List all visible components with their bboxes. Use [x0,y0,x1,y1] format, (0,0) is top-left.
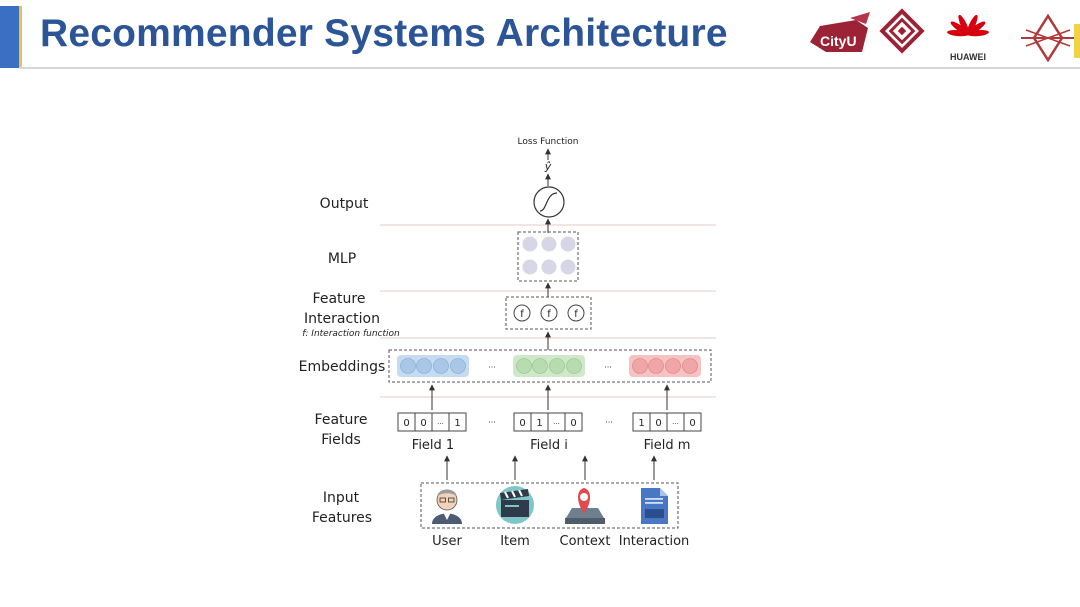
field-bit: 0 [689,418,695,429]
embedding-node [416,358,432,374]
sigmoid-node [533,186,565,218]
slide-title: Recommender Systems Architecture [40,12,728,55]
embedding-node [400,358,416,374]
field-bit: 0 [570,418,576,429]
layer-label-input-features-line2: Features [312,510,372,526]
university-emblem [1021,13,1074,63]
embedding-node [566,358,582,374]
user-icon [432,489,462,524]
title-accent-bar [0,6,19,68]
document-icon [641,488,668,524]
embedding-node [532,358,548,374]
field-bit: 0 [403,418,409,429]
field-bit: 1 [536,418,542,429]
field-bit: 0 [519,418,525,429]
field-ellipsis: ··· [605,418,613,427]
title-accent-stripe [19,6,22,68]
field-bit: 1 [454,418,460,429]
prediction-yhat: ŷ [544,160,552,173]
embedding-ellipsis: ··· [488,363,496,372]
input-features-box [420,482,679,529]
feature-field-1: 0 0 ··· 1 [397,412,467,432]
input-label-interaction: Interaction [619,534,690,549]
field-bit: ··· [553,420,560,428]
mlp-box [517,231,579,282]
interaction-function-nodes: f f f [513,304,585,322]
cityu-logo: CityU [810,12,870,52]
field-label-m: Field m [644,438,691,453]
interaction-node: f [567,304,585,322]
input-label-context: Context [560,534,611,549]
layer-label-feature-fields-line1: Feature [315,412,368,428]
field-label-1: Field 1 [412,438,454,453]
input-label-user: User [432,534,462,549]
embedding-node [549,358,565,374]
input-label-item: Item [500,534,530,549]
interaction-node: f [540,304,558,322]
layer-label-mlp: MLP [328,251,356,267]
field-bit: ··· [437,420,444,428]
institution-logos: CityU HUAWEI [810,8,1074,63]
field-bit: 0 [420,418,426,429]
mlp-node [560,236,576,252]
clapperboard-icon [496,486,534,524]
svg-text:f: f [520,309,524,320]
location-pin-icon [565,488,605,524]
feature-field-i: 0 1 ··· 0 [513,412,583,432]
field-bit: 1 [638,418,644,429]
feature-field-m: 1 0 ··· 0 [632,412,702,432]
embedding-node [682,358,698,374]
embedding-node [516,358,532,374]
right-accent-bar [1074,24,1080,58]
interaction-node: f [513,304,531,322]
field-bit: 0 [655,418,661,429]
embedding-group-red [629,355,701,377]
embedding-node [450,358,466,374]
layer-label-feature-interaction-line2: Interaction [304,311,380,327]
field-bit: ··· [672,420,679,428]
loss-function-label: Loss Function [518,137,579,147]
svg-text:f: f [547,309,551,320]
mlp-nodes [522,236,576,275]
svg-text:f: f [574,309,578,320]
huawei-logo: HUAWEI [947,14,989,62]
embedding-node [665,358,681,374]
header-divider [19,67,1080,69]
mlp-node [541,259,557,275]
layer-label-output: Output [320,196,369,212]
embedding-group-green [513,355,585,377]
cityu-logo-text: CityU [820,33,857,49]
feature-interaction-box [505,296,592,330]
mlp-node [522,259,538,275]
mlp-node [541,236,557,252]
embedding-group-blue [397,355,469,377]
huawei-logo-text: HUAWEI [950,52,986,62]
slide-header: Recommender Systems Architecture CityU [0,0,1080,70]
field-ellipsis: ··· [488,418,496,427]
layer-label-feature-fields-line2: Fields [321,432,361,448]
embedding-node [648,358,664,374]
embedding-node [433,358,449,374]
interaction-function-note: f: Interaction function [302,329,400,339]
layer-label-input-features-line1: Input [323,490,360,506]
embeddings-box [388,349,712,383]
field-label-i: Field i [530,438,568,453]
embedding-ellipsis: ··· [604,363,612,372]
layer-label-embeddings: Embeddings [299,359,386,375]
mlp-node [522,236,538,252]
layer-label-feature-interaction-line1: Feature [313,291,366,307]
embedding-node [632,358,648,374]
mlp-node [560,259,576,275]
